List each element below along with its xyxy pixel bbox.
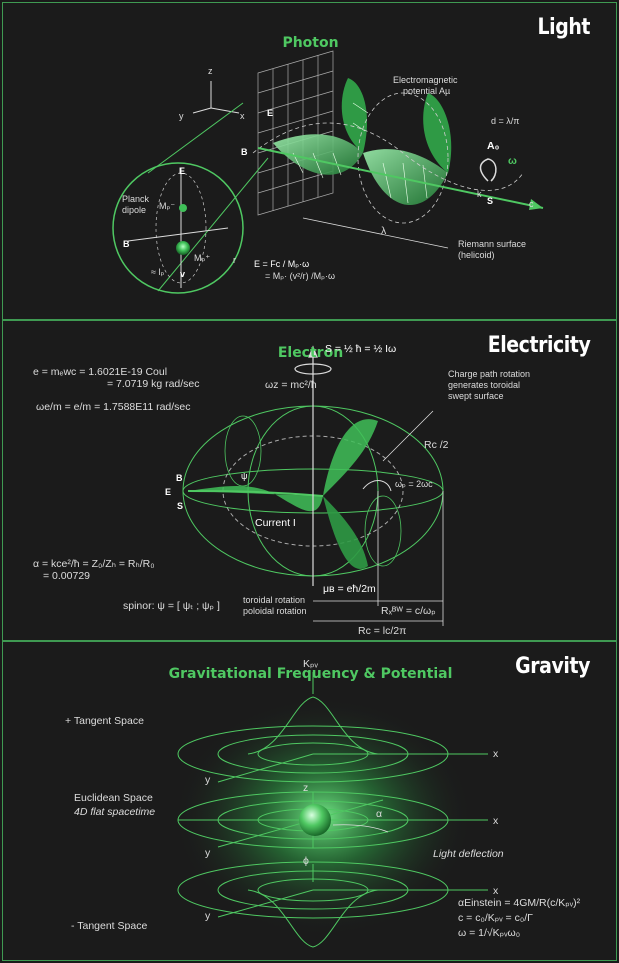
lambda-dimension (302, 217, 449, 249)
k-label: k (477, 189, 482, 199)
c-label: c (529, 199, 534, 209)
z-label: z (303, 782, 309, 794)
v-label: v (180, 269, 186, 279)
charge-label-2: generates toroidal (448, 380, 521, 390)
psi-label: ψ (241, 471, 248, 481)
gravity-panel: Gravity Gravitational Frequency & Potent… (2, 641, 617, 961)
field-grid (257, 50, 334, 216)
rc-label: Rᴄ = lᴄ/2π (358, 625, 407, 637)
subtitle-gravitational: Gravitational Frequency & Potential (168, 666, 453, 682)
charge-label-3: swept surface (448, 391, 504, 401)
electron-diagram (182, 345, 444, 626)
omega-p-label: ωₚ = 2ωᴄ (395, 479, 433, 489)
spin-label: S = ½ ħ = ½ Iω (325, 343, 397, 355)
heading-gravity: Gravity (515, 654, 590, 679)
em-potential-label-1: Electromagnetic (393, 75, 458, 85)
mass-sphere (299, 804, 331, 836)
x-label-bottom: x (493, 885, 499, 897)
frequency-equation: ω = 1/√Kₚᵥω₀ (458, 927, 521, 939)
dimension-lines (313, 410, 444, 626)
electricity-panel: Electricity Electron S = ½ ħ = ½ Iω e = … (2, 320, 617, 641)
spinor-label: spinor: ψ = [ ψₜ ; ψₚ ] (123, 600, 220, 612)
alpha-formula-1: α = kᴄe²/ħ = Z₀/Zₕ = Rₕ/R₀ (33, 558, 155, 570)
planck-dipole-circle (112, 102, 269, 294)
poloidal-label: poloidal rotation (243, 606, 307, 616)
axis-y-label: y (179, 111, 184, 121)
rzbw-label: Rₓᴮᵂ = c/ωₚ (381, 605, 436, 617)
a0-label: A₀ (487, 140, 500, 152)
alpha-label: α (376, 808, 383, 820)
heading-light: Light (537, 15, 591, 40)
poloidal-rotation-icon (362, 480, 392, 492)
axis-z-label: z (208, 66, 213, 76)
toroidal-label: toroidal rotation (243, 595, 306, 605)
e-formula-2: = 7.0719 kg rad/sec (107, 378, 200, 390)
rotation-arrow-icon (479, 158, 497, 182)
photon-formula-1: E = Fᴄ / Mₚ·ω (254, 259, 310, 269)
e-formula-1: e = mₑwᴄ = 1.6021E-19 Coul (33, 366, 168, 378)
euclidean-label-1: Euclidean Space (74, 792, 153, 804)
riemann-label-2: (helicoid) (458, 250, 495, 260)
photon-diagram (112, 50, 544, 294)
m-plus-label: Mₚ⁺ (194, 253, 211, 263)
charge-label-1: Charge path rotation (448, 369, 531, 379)
b-field-label: B (241, 147, 248, 157)
omega-em-formula: ωe/m = e/m = 1.7588E11 rad/sec (36, 401, 191, 413)
spin-axis (294, 345, 332, 586)
alpha-formula-2: = 0.00729 (43, 570, 91, 582)
kpv-label: Kₚᵥ (303, 658, 318, 670)
charge-path (187, 419, 378, 569)
phi-label: ϕ (303, 855, 309, 867)
tangent-plus-surface (177, 672, 488, 783)
tangent-plus-label: + Tangent Space (65, 715, 144, 727)
s-label: S (487, 196, 494, 206)
tangent-minus-surface (177, 861, 488, 948)
heading-electricity: Electricity (487, 333, 590, 358)
planck-label-2: dipole (122, 205, 147, 215)
mu-label: μʙ = eħ/2m (323, 583, 376, 595)
wave-path (252, 92, 524, 224)
current-label: Current I (255, 517, 296, 529)
omega-label: ω (508, 155, 517, 167)
em-potential-label-2: potential Aµ (403, 86, 451, 96)
e-label: E (165, 487, 172, 497)
propagation-axis (257, 147, 544, 209)
subtitle-photon: Photon (282, 35, 339, 51)
riemann-label-1: Riemann surface (458, 239, 527, 249)
light-panel: Light Photon z y x Electromagnetic poten… (2, 2, 617, 320)
b-small-label: B (123, 239, 130, 249)
lp-label: ≈ lₚ (151, 267, 165, 277)
x-label-mid: x (493, 815, 499, 827)
e-small-label: E (179, 166, 186, 176)
gravity-diagram (173, 672, 488, 948)
e-field-label: E (267, 108, 274, 118)
lambda-label: λ (381, 225, 387, 237)
deflection-ray (332, 824, 389, 833)
tangent-minus-label: - Tangent Space (71, 920, 148, 932)
subtitle-electron: Electron (277, 345, 344, 361)
y-label-bottom: y (205, 910, 211, 922)
rc2-label: Rᴄ /2 (424, 439, 449, 451)
speed-equation: c = c₀/Kₚᵥ = c₀/Γ (458, 912, 533, 924)
y-label-mid: y (205, 847, 211, 859)
photon-formula-2: = Mₚ· (v²/r) /Mₚ·ω (265, 271, 335, 281)
y-label-top: y (205, 774, 211, 786)
m-minus-label: Mₚ⁻ (159, 201, 176, 211)
b-label: B (176, 473, 183, 483)
euclidean-label-2: 4D flat spacetime (74, 806, 156, 818)
omega-z-label: ωz = mc²/ħ (265, 379, 317, 391)
r-label: r (233, 255, 236, 265)
planck-label-1: Planck (122, 194, 150, 204)
s-label: S (177, 501, 184, 511)
light-deflection-label: Light deflection (433, 848, 504, 860)
axis-x-label: x (240, 111, 245, 121)
einstein-equation: αEinstein = 4GM/R(c/Kₚᵥ)² (458, 897, 581, 909)
helicoid-surface (273, 78, 452, 206)
d-formula-label: d = λ/π (491, 116, 520, 126)
axes-icon (192, 81, 240, 114)
x-label-top: x (493, 748, 499, 760)
